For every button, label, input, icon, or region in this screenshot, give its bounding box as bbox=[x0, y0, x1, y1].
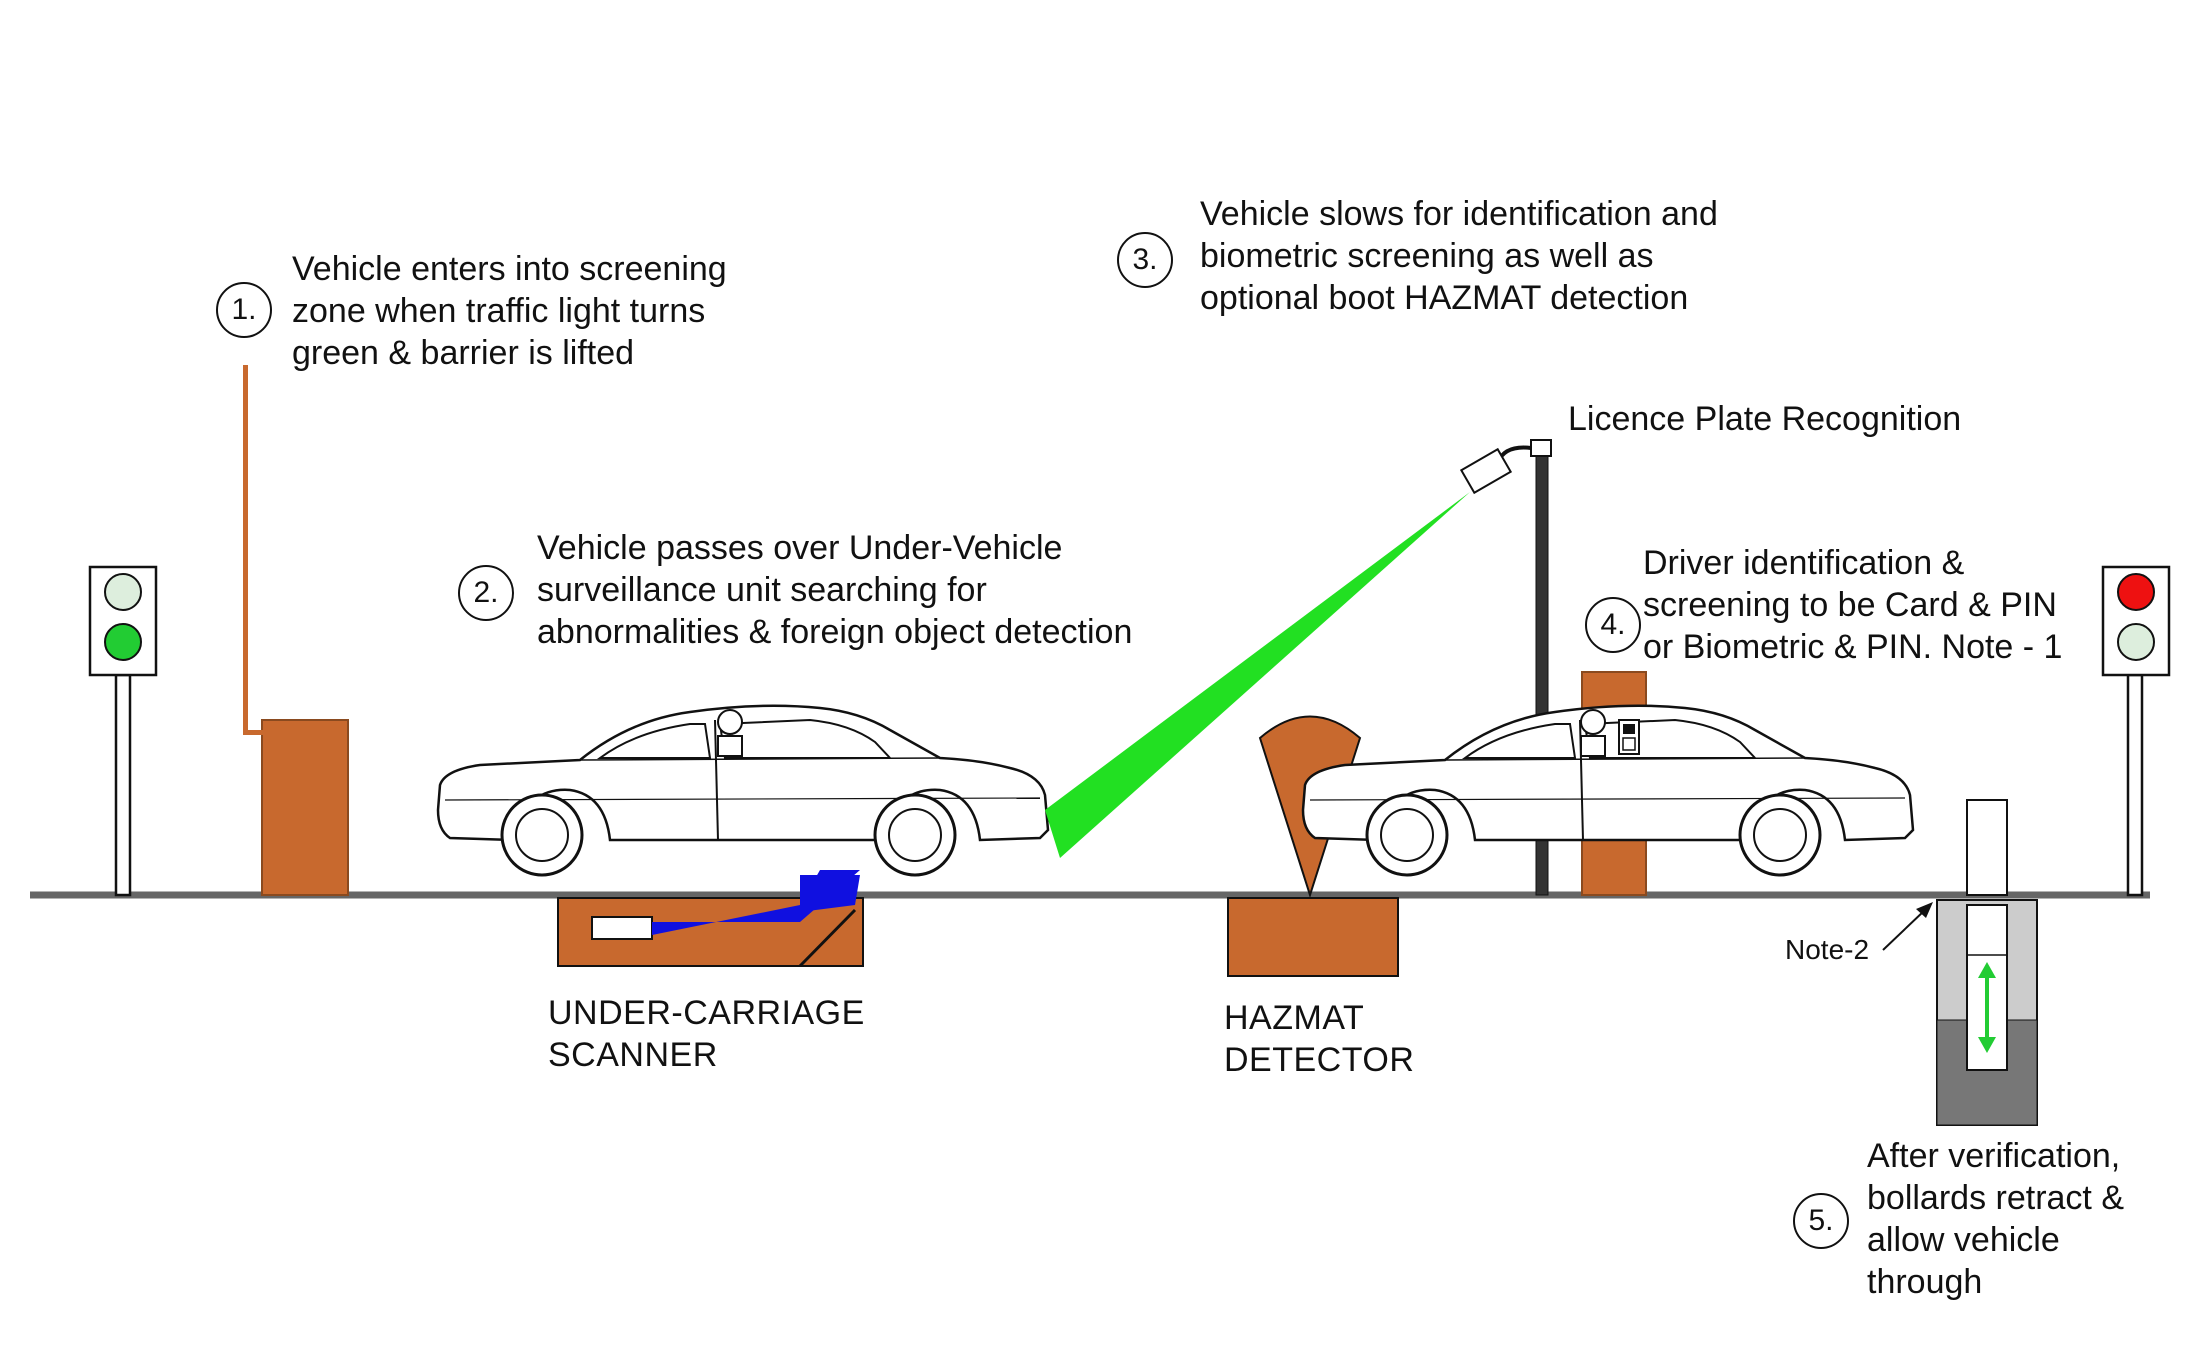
step-4-badge: 4. bbox=[1585, 597, 1641, 653]
scanner-label-line-1: UNDER-CARRIAGE bbox=[548, 994, 865, 1032]
step-2-number: 2. bbox=[473, 576, 499, 609]
driver-icon bbox=[717, 709, 743, 757]
step-4-number: 4. bbox=[1600, 608, 1626, 641]
barrier bbox=[243, 365, 349, 896]
camera-icon bbox=[1459, 447, 1513, 495]
step-1-badge: 1. bbox=[216, 282, 272, 338]
traffic-light-red bbox=[2101, 565, 2171, 897]
note2-arrow bbox=[1882, 902, 1933, 951]
step-1-line-2: zone when traffic light turns bbox=[292, 292, 706, 330]
under-carriage-scanner bbox=[557, 870, 864, 968]
step-3-line-3: optional boot HAZMAT detection bbox=[1200, 279, 1689, 317]
step-5-line-4: through bbox=[1867, 1263, 1983, 1301]
step-5-line-3: allow vehicle bbox=[1867, 1221, 2060, 1259]
step-3-text: Vehicle slows for identification and bio… bbox=[1200, 193, 1718, 319]
scanner-label: UNDER-CARRIAGE SCANNER bbox=[548, 992, 865, 1076]
pin-pad-icon bbox=[1618, 719, 1640, 755]
scanner-label-line-2: SCANNER bbox=[548, 1036, 718, 1074]
step-5-line-1: After verification, bbox=[1867, 1137, 2121, 1175]
step-4-line-1: Driver identification & bbox=[1643, 544, 1965, 582]
hazmat-label-line-1: HAZMAT bbox=[1224, 999, 1365, 1037]
note-2-label: Note-2 bbox=[1785, 934, 1870, 965]
hazmat-label-line-2: DETECTOR bbox=[1224, 1041, 1415, 1079]
step-4-line-3: or Biometric & PIN. Note - 1 bbox=[1643, 628, 2063, 666]
step-1-line-1: Vehicle enters into screening bbox=[292, 250, 727, 288]
step-5-badge: 5. bbox=[1793, 1193, 1849, 1249]
step-2-line-3: abnormalities & foreign object detection bbox=[537, 613, 1133, 651]
step-1-text: Vehicle enters into screening zone when … bbox=[292, 248, 727, 374]
step-4-line-2: screening to be Card & PIN bbox=[1643, 586, 2057, 624]
step-2-line-2: surveillance unit searching for bbox=[537, 571, 987, 609]
step-2-badge: 2. bbox=[458, 565, 514, 621]
lpr-label: Licence Plate Recognition bbox=[1568, 400, 1962, 438]
step-4-text: Driver identification & screening to be … bbox=[1643, 542, 2062, 668]
step-3-number: 3. bbox=[1132, 243, 1158, 276]
up-down-arrow-icon bbox=[1978, 962, 1996, 1053]
step-5-text: After verification, bollards retract & a… bbox=[1867, 1135, 2124, 1303]
hazmat-label: HAZMAT DETECTOR bbox=[1224, 997, 1414, 1081]
step-3-badge: 3. bbox=[1117, 232, 1173, 288]
step-3-line-2: biometric screening as well as bbox=[1200, 237, 1654, 275]
step-2-text: Vehicle passes over Under-Vehicle survei… bbox=[537, 527, 1132, 653]
traffic-light-green bbox=[88, 565, 158, 897]
car-1 bbox=[436, 704, 1050, 877]
car-2 bbox=[1301, 704, 1915, 877]
step-3-line-1: Vehicle slows for identification and bbox=[1200, 195, 1718, 233]
bollard bbox=[1936, 799, 2038, 1126]
step-5-line-2: bollards retract & bbox=[1867, 1179, 2124, 1217]
step-1-line-3: green & barrier is lifted bbox=[292, 334, 635, 372]
step-1-number: 1. bbox=[231, 293, 257, 326]
driver-icon bbox=[1580, 709, 1606, 757]
lpr-beam bbox=[1045, 492, 1470, 858]
step-2-line-1: Vehicle passes over Under-Vehicle bbox=[537, 529, 1063, 567]
step-5-number: 5. bbox=[1808, 1204, 1834, 1237]
